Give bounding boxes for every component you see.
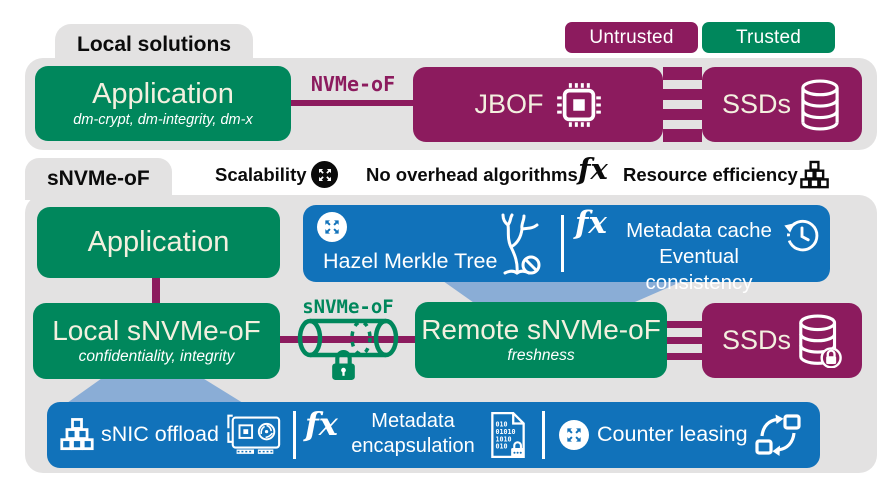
application-box-bottom: Application bbox=[37, 207, 280, 278]
binary-file-lock-icon: 010 01010 1010 010 bbox=[487, 411, 529, 459]
remote-ssds-bar-2 bbox=[667, 337, 702, 344]
binary-line: 010 bbox=[495, 443, 507, 451]
snvme-of-tab-label: sNVMe-oF bbox=[47, 167, 150, 190]
remote-snvme-box: Remote sNVMe-oF freshness bbox=[415, 302, 667, 378]
panel-divider bbox=[542, 411, 545, 459]
binary-line: 01010 bbox=[495, 428, 515, 436]
counter-leasing-label: Counter leasing bbox=[597, 422, 748, 446]
remote-ssds-bar-3 bbox=[667, 353, 702, 360]
untrusted-legend-label: Untrusted bbox=[589, 26, 674, 48]
remote-ssds-bar-1 bbox=[667, 321, 702, 328]
local-snvme-box: Local sNVMe-oF confidentiality, integrit… bbox=[33, 303, 280, 379]
fx-math-icon: fx bbox=[578, 152, 608, 186]
database-lock-icon bbox=[796, 313, 842, 368]
merkle-to-remote-funnel bbox=[443, 281, 683, 303]
remote-snvme-subtitle: freshness bbox=[507, 347, 575, 365]
binary-line: 010 bbox=[495, 421, 507, 429]
application-bottom-title: Application bbox=[87, 225, 230, 258]
scalability-feature-label: Scalability bbox=[215, 164, 307, 185]
cpu-chip-icon bbox=[556, 82, 602, 128]
ssds-box-bottom: SSDs bbox=[702, 303, 862, 378]
expand-arrows-icon bbox=[559, 420, 589, 450]
ssds-top-label: SSDs bbox=[721, 89, 792, 119]
clock-history-icon bbox=[781, 215, 823, 257]
fx-math-icon: fx bbox=[305, 405, 338, 443]
expand-arrows-icon bbox=[311, 161, 338, 188]
application-subtitle: dm-crypt, dm-integrity, dm-x bbox=[73, 112, 253, 129]
merkle-tree-label: Hazel Merkle Tree bbox=[323, 249, 498, 273]
jbof-box: JBOF bbox=[413, 67, 663, 142]
lock-icon bbox=[329, 348, 358, 382]
remote-snvme-title: Remote sNVMe-oF bbox=[421, 313, 661, 345]
binary-line: 1010 bbox=[495, 435, 511, 443]
local-to-remote-link-line bbox=[280, 336, 415, 343]
untrusted-legend-badge: Untrusted bbox=[565, 22, 698, 53]
jbof-ssds-connector bbox=[663, 67, 702, 142]
metadata-encap-line2: encapsulation bbox=[351, 435, 475, 457]
application-title: Application bbox=[92, 77, 234, 110]
nvme-of-link-line bbox=[291, 100, 415, 106]
app-to-local-link-line bbox=[152, 278, 160, 305]
trusted-legend-badge: Trusted bbox=[702, 22, 835, 53]
local-snvme-title: Local sNVMe-oF bbox=[52, 314, 261, 346]
snvme-of-link-label: sNVMe-oF bbox=[302, 296, 394, 318]
no-overhead-feature-label: No overhead algorithms bbox=[366, 164, 578, 185]
panel-divider bbox=[561, 215, 564, 272]
resource-efficiency-feature-label: Resource efficiency bbox=[623, 164, 798, 185]
ssds-bottom-label: SSDs bbox=[721, 325, 792, 355]
snic-offload-label: sNIC offload bbox=[101, 422, 219, 446]
offload-features-box: sNIC offload fx Metadata bbox=[47, 402, 820, 468]
panel-divider bbox=[293, 411, 296, 459]
ssds-box-top: SSDs bbox=[702, 67, 862, 142]
merkle-tree-icon bbox=[491, 213, 547, 275]
nvme-of-link-label: NVMe-oF bbox=[310, 72, 396, 96]
box-pyramid-icon bbox=[799, 160, 830, 189]
eventual-consistency-label: Eventual consistency bbox=[645, 245, 753, 294]
application-box-top: Application dm-crypt, dm-integrity, dm-x bbox=[35, 66, 291, 141]
local-solutions-tab-label: Local solutions bbox=[77, 33, 232, 56]
box-pyramid-icon bbox=[59, 417, 95, 451]
metadata-cache-label: Metadata cache bbox=[626, 219, 772, 242]
database-icon bbox=[798, 78, 842, 131]
metadata-encap-line1: Metadata bbox=[371, 410, 455, 432]
snvme-of-tab: sNVMe-oF bbox=[25, 158, 172, 200]
fx-math-icon: fx bbox=[575, 205, 607, 241]
counter-swap-icon bbox=[753, 412, 803, 458]
snic-card-icon bbox=[225, 412, 283, 458]
local-snvme-subtitle: confidentiality, integrity bbox=[78, 348, 235, 366]
merkle-cache-box: Hazel Merkle Tree fx Metadata ca bbox=[303, 205, 830, 294]
jbof-label: JBOF bbox=[474, 89, 544, 119]
expand-arrows-icon bbox=[317, 212, 347, 242]
trusted-legend-label: Trusted bbox=[735, 26, 802, 48]
